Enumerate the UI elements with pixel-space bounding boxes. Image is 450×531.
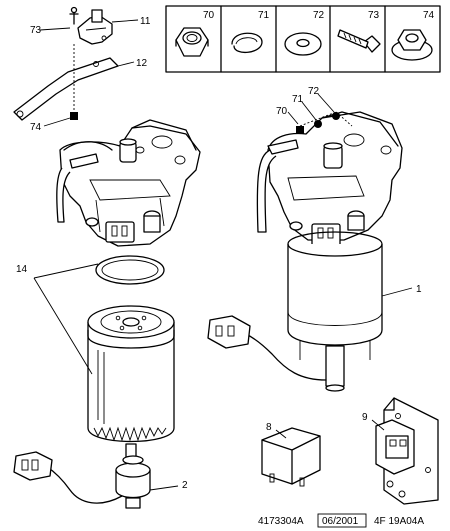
connector-right (207, 315, 251, 349)
parts-label-70: 70 (203, 10, 215, 21)
callout-73-top: 73 (30, 25, 42, 36)
callout-74-left: 74 (30, 122, 42, 133)
nut-74-marker (70, 112, 78, 120)
fastener-markers (296, 111, 353, 134)
connector-sensor (13, 451, 53, 481)
marker-70 (296, 126, 304, 134)
water-sensor-2 (13, 443, 151, 509)
parts-label-73: 73 (368, 10, 380, 21)
connector-head-right (311, 223, 341, 247)
callout-8: 8 (266, 422, 272, 433)
filter-head-left (56, 119, 201, 247)
screw-73-head-icon (70, 6, 78, 14)
parts-label-74: 74 (423, 10, 435, 21)
footer-code: 4F 19A04A (374, 516, 424, 527)
callout-9: 9 (362, 412, 368, 423)
seal-ring (95, 255, 165, 285)
flange-nut-icon (391, 29, 433, 61)
nut-icon (175, 27, 209, 57)
bracket-12 (13, 44, 119, 121)
callout-11: 11 (140, 16, 151, 27)
connector-head-left (105, 221, 135, 243)
parts-label-71: 71 (258, 10, 270, 21)
marker-71 (314, 120, 322, 128)
footer-date: 06/2001 (322, 516, 359, 527)
sensor-bracket-assembly: 73 11 12 74 (13, 6, 151, 133)
parts-label-72: 72 (313, 10, 325, 21)
callout-72: 72 (308, 86, 320, 97)
callout-14: 14 (16, 264, 28, 275)
spring-washer-icon (231, 32, 263, 53)
footer-date-box (317, 513, 367, 528)
relay-8 (261, 427, 321, 487)
callout-2: 2 (182, 480, 188, 491)
sensor-11 (77, 9, 113, 45)
callout-12: 12 (136, 58, 148, 69)
filter-assembly-1 (207, 111, 403, 392)
bolt-icon (337, 29, 381, 53)
filter-cartridge-14 (87, 305, 175, 443)
parts-box: 70 71 72 73 74 (165, 5, 441, 73)
footer: 4173304A 06/2001 4F 19A04A (258, 513, 424, 528)
relay-bracket-9 (375, 397, 439, 505)
callout-1: 1 (416, 284, 422, 295)
callout-71: 71 (292, 94, 304, 105)
marker-72 (332, 112, 340, 120)
footer-ref: 4173304A (258, 516, 304, 527)
flat-washer-icon (284, 32, 322, 56)
callout-70: 70 (276, 106, 288, 117)
